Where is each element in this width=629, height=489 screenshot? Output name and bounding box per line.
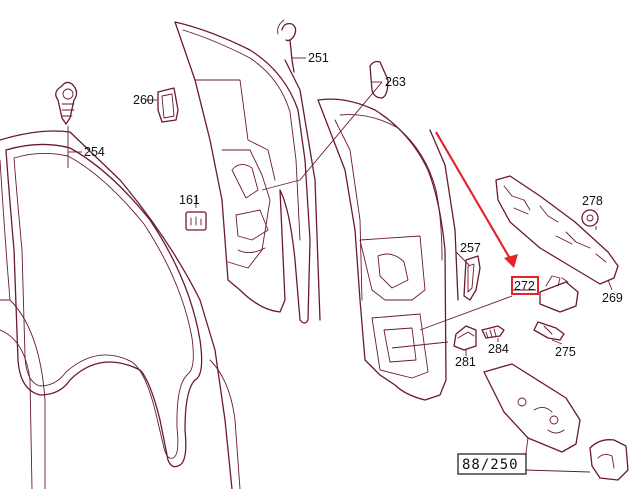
label-278: 278 — [582, 194, 603, 208]
annotation-arrow-head — [504, 254, 518, 268]
switch-part-161[interactable] — [185, 211, 207, 231]
door-frame-inner[interactable] — [174, 21, 321, 324]
grommet-part-278[interactable] — [581, 209, 599, 227]
cover-part-263[interactable] — [369, 60, 389, 99]
reference-box[interactable]: 88/250 — [457, 453, 527, 475]
nut-part-281[interactable] — [453, 325, 477, 351]
bracket-part[interactable] — [483, 363, 581, 453]
label-161: 161 — [179, 193, 200, 207]
screw-part-284[interactable] — [481, 325, 505, 339]
trim-part-257[interactable] — [463, 255, 481, 301]
vehicle-body-outline — [0, 130, 241, 489]
label-263: 263 — [385, 75, 406, 89]
label-257: 257 — [460, 241, 481, 255]
handle-part-260[interactable] — [157, 87, 179, 123]
label-275: 275 — [555, 345, 576, 359]
bracket-part-bottom-right[interactable] — [589, 439, 629, 481]
label-284: 284 — [488, 342, 509, 356]
door-seal-part-254[interactable] — [0, 143, 203, 468]
handle-strip-part-269[interactable] — [495, 175, 619, 285]
clip-part-251[interactable] — [277, 19, 297, 73]
part-labels: 251 254 260 263 161 257 272 278 269 284 … — [84, 51, 623, 369]
retainer-part-254[interactable] — [55, 81, 78, 125]
door-panel-outer[interactable] — [317, 98, 459, 401]
highlight-box-272 — [511, 276, 539, 295]
annotation-arrow — [435, 131, 513, 263]
label-251: 251 — [308, 51, 329, 65]
lamp-housing-part-272[interactable] — [539, 275, 579, 313]
label-260: 260 — [133, 93, 154, 107]
highlight-annotation — [435, 131, 539, 295]
label-254: 254 — [84, 145, 105, 159]
label-272: 272 — [514, 279, 535, 293]
label-281: 281 — [455, 355, 476, 369]
bulb-part-275[interactable] — [533, 321, 565, 341]
label-269: 269 — [602, 291, 623, 305]
leader-lines — [67, 57, 613, 473]
reference-label: 88/250 — [462, 457, 519, 473]
